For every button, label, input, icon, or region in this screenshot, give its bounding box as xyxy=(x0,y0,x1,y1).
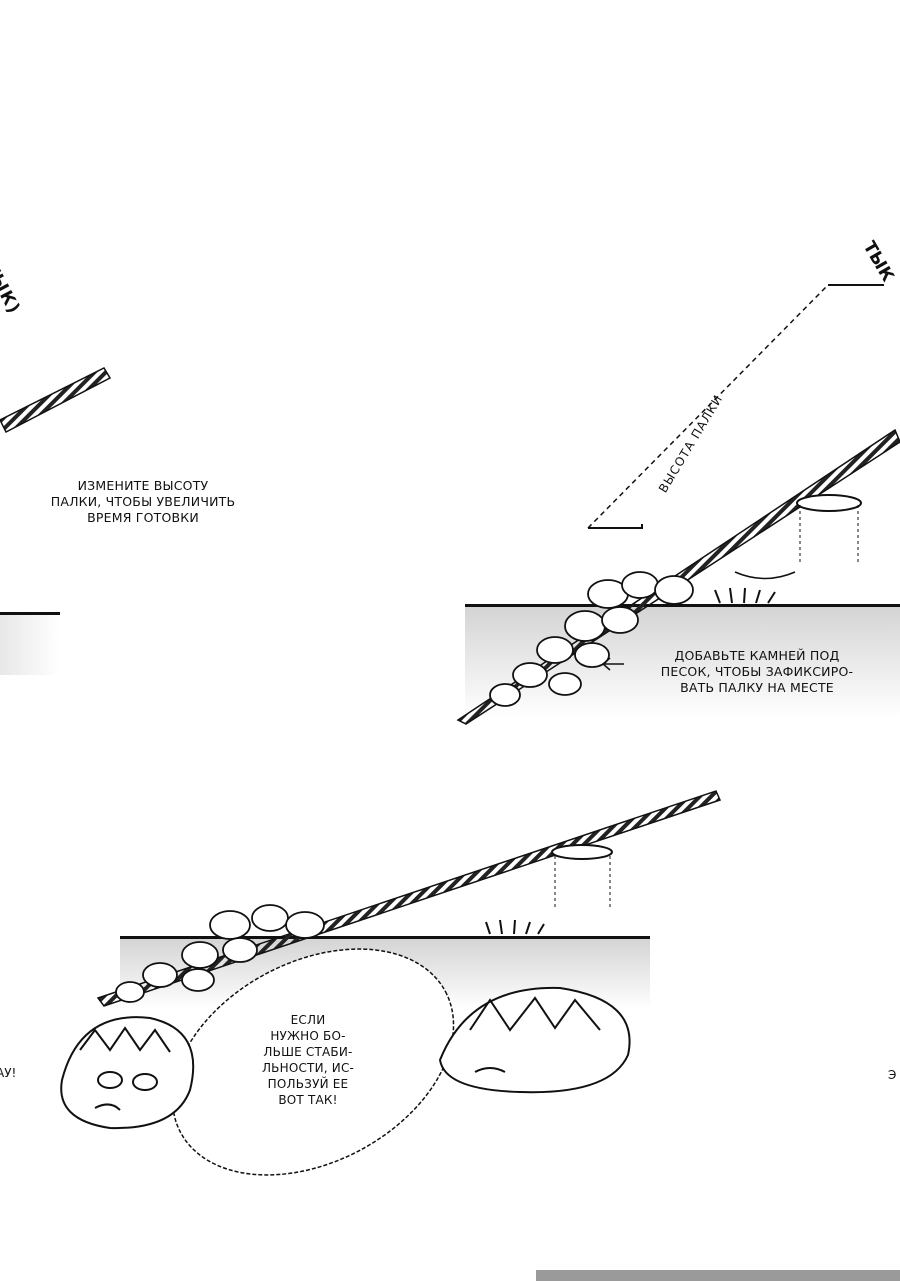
sand-left xyxy=(0,615,60,675)
chibi-left xyxy=(60,1016,195,1130)
caption-add-stones: ДОБАВЬТЕ КАМНЕЙ ПОД ПЕСОК, ЧТОБЫ ЗАФИКСИ… xyxy=(660,648,854,695)
sfx-au: АУ! xyxy=(0,1066,17,1080)
chibi-right xyxy=(438,986,631,1094)
ground-line-bottom xyxy=(120,936,650,939)
speech-text: ЕСЛИ НУЖНО БО- ЛЬШЕ СТАБИ- ЛЬНОСТИ, ИС- … xyxy=(261,1013,355,1107)
fire-lines-bottom xyxy=(485,919,545,935)
pot-rim-bottom xyxy=(551,844,613,860)
panel-bottom-art xyxy=(60,790,722,1176)
pot-rim xyxy=(796,494,862,512)
stones-right xyxy=(489,571,694,707)
stones-bottom xyxy=(115,904,325,1003)
ground-line-left xyxy=(0,612,60,615)
sand-right xyxy=(465,607,900,717)
stick-left xyxy=(0,367,112,434)
ground-line-right xyxy=(465,604,900,607)
height-bracket xyxy=(588,524,643,529)
height-guide xyxy=(587,284,829,529)
panel-top-right-art xyxy=(456,284,900,725)
sfx-e: Э xyxy=(888,1068,897,1082)
caption-stick-height: ИЗМЕНИТЕ ВЫСОТУ ПАЛКИ, ЧТОБЫ УВЕЛИЧИТЬ В… xyxy=(50,478,236,525)
panel-top-left-art xyxy=(0,367,112,675)
speech-bubble xyxy=(171,948,455,1176)
fire-lines xyxy=(714,587,776,604)
page-edge-bar xyxy=(536,1270,900,1281)
